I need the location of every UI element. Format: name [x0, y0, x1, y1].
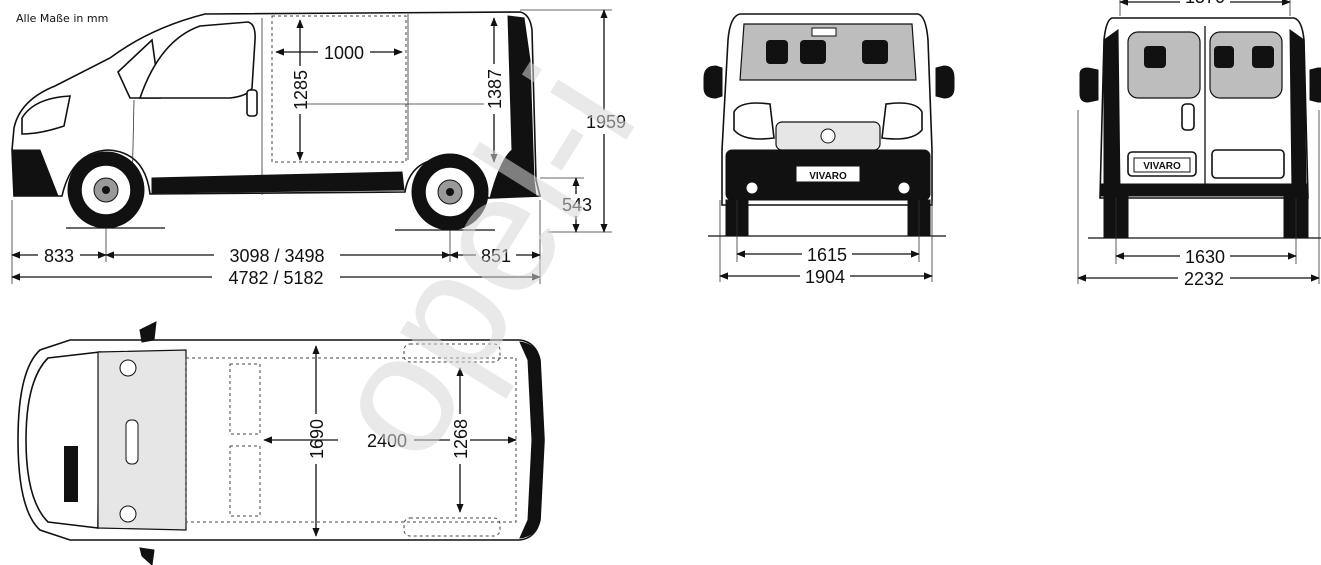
rear-view: VIVARO 1570 1630 2232	[1077, 0, 1321, 289]
side-cab-window	[138, 21, 256, 99]
dim-overall-height: 1959	[586, 112, 626, 132]
front-headlamp-right	[881, 102, 923, 140]
dim-wheelbase: 3098 / 3498	[229, 246, 324, 266]
rear-mirror-right	[1309, 67, 1321, 103]
rear-mirror-left	[1079, 67, 1099, 103]
van-side-rear-panel	[489, 15, 537, 199]
top-hood	[25, 351, 101, 529]
dim-front-width: 1904	[805, 267, 845, 287]
dim-cargo-length: 1000	[324, 43, 364, 63]
top-view: 1690 2400 1268	[17, 321, 545, 565]
side-headlamp	[21, 95, 71, 135]
dim-front-track: 1615	[807, 245, 847, 265]
front-badge: VIVARO	[809, 171, 847, 182]
side-door-handle	[246, 89, 258, 117]
dim-ground-clearance: 543	[562, 195, 592, 215]
front-mirror-left	[703, 65, 723, 99]
top-roof-light	[125, 419, 139, 465]
rear-bumper	[1099, 183, 1309, 197]
dim-cargo-height-a: 1285	[291, 70, 311, 110]
side-view: 1000 1285 1387 1959 543	[11, 9, 632, 288]
top-mirror-left	[139, 321, 157, 343]
dim-rear-track: 1630	[1185, 247, 1225, 267]
side-skirt	[151, 171, 405, 194]
top-cab-roof	[97, 349, 187, 531]
units-note: Alle Maße in mm	[16, 12, 109, 25]
front-windshield	[739, 23, 917, 81]
front-view: VIVARO 1615 1904	[703, 13, 955, 287]
dim-rear-width: 2232	[1184, 269, 1224, 289]
rear-badge: VIVARO	[1143, 161, 1181, 172]
dim-top-load-length: 2400	[367, 431, 407, 451]
top-mirror-right	[139, 547, 155, 565]
dim-top-arch-width: 1268	[451, 419, 471, 459]
dim-top-interior-width: 1690	[307, 419, 327, 459]
top-vent	[64, 446, 78, 502]
dim-front-overhang: 833	[44, 246, 74, 266]
dim-overall-length: 4782 / 5182	[228, 268, 323, 288]
rear-door-handle	[1181, 103, 1195, 131]
front-mirror-right	[935, 65, 955, 99]
front-plate	[795, 165, 861, 183]
dim-rear-top: 1570	[1185, 0, 1225, 7]
dim-cargo-height-b: 1387	[485, 69, 505, 109]
dim-rear-overhang: 851	[481, 246, 511, 266]
front-headlamp-left	[733, 102, 775, 140]
front-wheel	[67, 151, 145, 229]
front-bumper	[11, 149, 59, 197]
cargo-area-outline	[271, 15, 407, 163]
top-load-area	[185, 357, 517, 523]
